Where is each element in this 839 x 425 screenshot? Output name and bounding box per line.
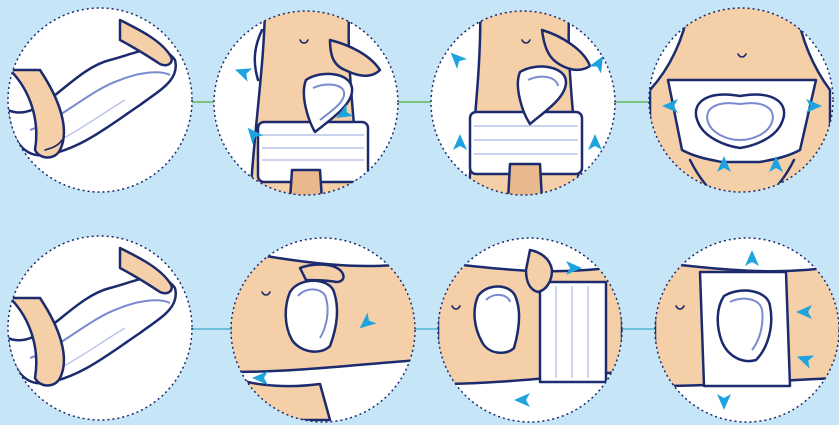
step-circle-pull-up-pants — [431, 0, 615, 200]
step-circle-hands-fold-pad — [8, 8, 192, 192]
step-circle-pad-in-place-front-view — [649, 0, 833, 200]
step-circle-pad-in-place-lying — [655, 238, 839, 422]
step-circle-pull-pants-lying — [438, 238, 622, 422]
step-circle-hands-fold-pad-lying — [8, 236, 192, 420]
step-circle-insert-pad-standing — [214, 0, 398, 200]
step-circle-place-pad-lying — [230, 238, 420, 422]
